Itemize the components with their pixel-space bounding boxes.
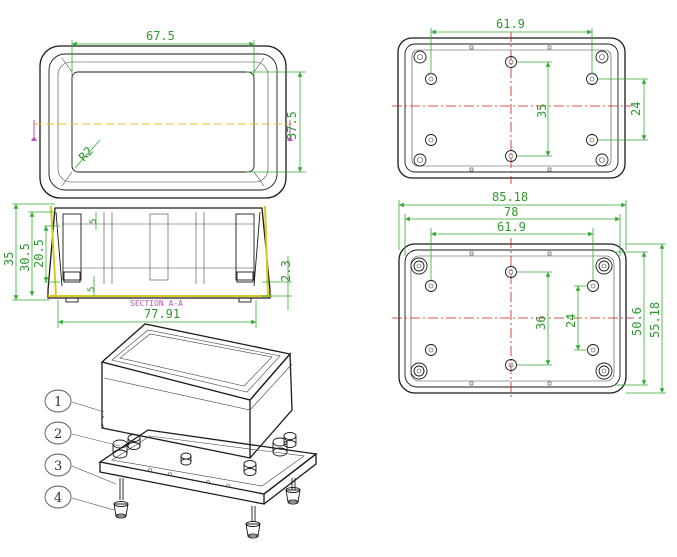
bottom-right-height-inner: 50.6 xyxy=(630,307,644,336)
section-height-inner: 30.5 xyxy=(18,243,32,272)
top-right-holes xyxy=(413,50,609,167)
screws xyxy=(119,478,296,522)
section-small-dim-top: 5 xyxy=(89,219,99,224)
balloon-2-label: 2 xyxy=(54,427,62,442)
top-left-radius-label: R2 xyxy=(76,144,96,164)
top-right-hole-spacing-y-inner: 35 xyxy=(535,104,549,118)
section-bottom-width: 77.91 xyxy=(144,307,180,321)
top-right-view: 61.9 35 24 xyxy=(392,17,648,184)
base-plate xyxy=(98,429,318,505)
section-small-dim-bottom: 5 xyxy=(87,287,97,292)
bottom-right-overall-width: 85.18 xyxy=(492,190,528,204)
top-right-hole-spacing-x: 61.9 xyxy=(496,17,525,31)
top-right-hole-spacing-y-right: 24 xyxy=(629,102,643,116)
section-wall-dim: 2.3 xyxy=(279,260,293,282)
rubber-feet xyxy=(113,487,301,539)
section-view: 35 30.5 20.5 5 5 2.3 SECTION A-A 77.91 xyxy=(2,203,293,328)
exploded-view: 1 2 3 4 xyxy=(44,323,318,539)
section-height-total: 35 xyxy=(2,252,16,266)
section-height-mid: 20.5 xyxy=(32,239,46,268)
top-left-view: 67.5 37.5 R2 xyxy=(31,29,306,199)
section-title: SECTION A-A xyxy=(130,299,183,308)
bottom-right-hole-spacing-y-b: 24 xyxy=(564,314,578,328)
top-left-height-dim: 37.5 xyxy=(285,111,299,140)
top-left-width-dim: 67.5 xyxy=(146,29,175,43)
housing-body xyxy=(100,323,293,459)
bottom-right-holes xyxy=(410,257,613,380)
bottom-right-height-total: 55.18 xyxy=(648,302,662,338)
balloon-4: 4 xyxy=(44,485,115,511)
balloon-1-label: 1 xyxy=(54,395,62,410)
bottom-right-view: 85.18 78 61.9 36 24 50.6 55.18 xyxy=(392,190,666,398)
bottom-right-hole-spacing-y-a: 36 xyxy=(534,316,548,330)
balloon-4-label: 4 xyxy=(54,491,62,506)
balloon-2: 2 xyxy=(44,421,121,447)
balloon-3-label: 3 xyxy=(54,459,62,474)
bottom-right-hole-spacing-x: 61.9 xyxy=(497,220,526,234)
balloon-1: 1 xyxy=(44,389,105,413)
balloon-3: 3 xyxy=(44,453,117,485)
bottom-right-inner-width: 78 xyxy=(504,205,518,219)
